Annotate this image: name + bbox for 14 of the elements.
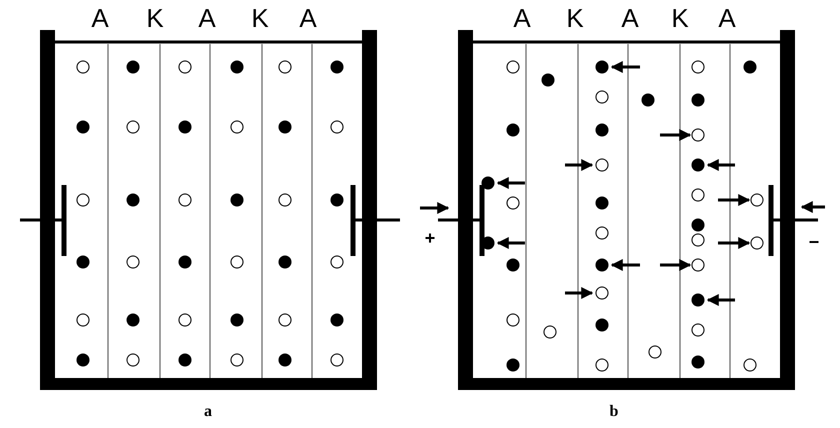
panel-caption: a — [204, 404, 212, 420]
membrane-label: K — [671, 5, 689, 31]
membrane-label: A — [718, 5, 736, 31]
membrane-label: A — [91, 5, 109, 31]
membrane-label: A — [299, 5, 317, 31]
membrane-label: K — [146, 5, 164, 31]
membrane-label: A — [513, 5, 531, 31]
polarity-sign: − — [808, 233, 820, 251]
membrane-label: K — [566, 5, 584, 31]
membrane-label: A — [198, 5, 216, 31]
membrane-label: A — [621, 5, 639, 31]
polarity-sign: + — [424, 229, 436, 247]
membrane-label: K — [251, 5, 269, 31]
panel-caption: b — [610, 404, 618, 420]
